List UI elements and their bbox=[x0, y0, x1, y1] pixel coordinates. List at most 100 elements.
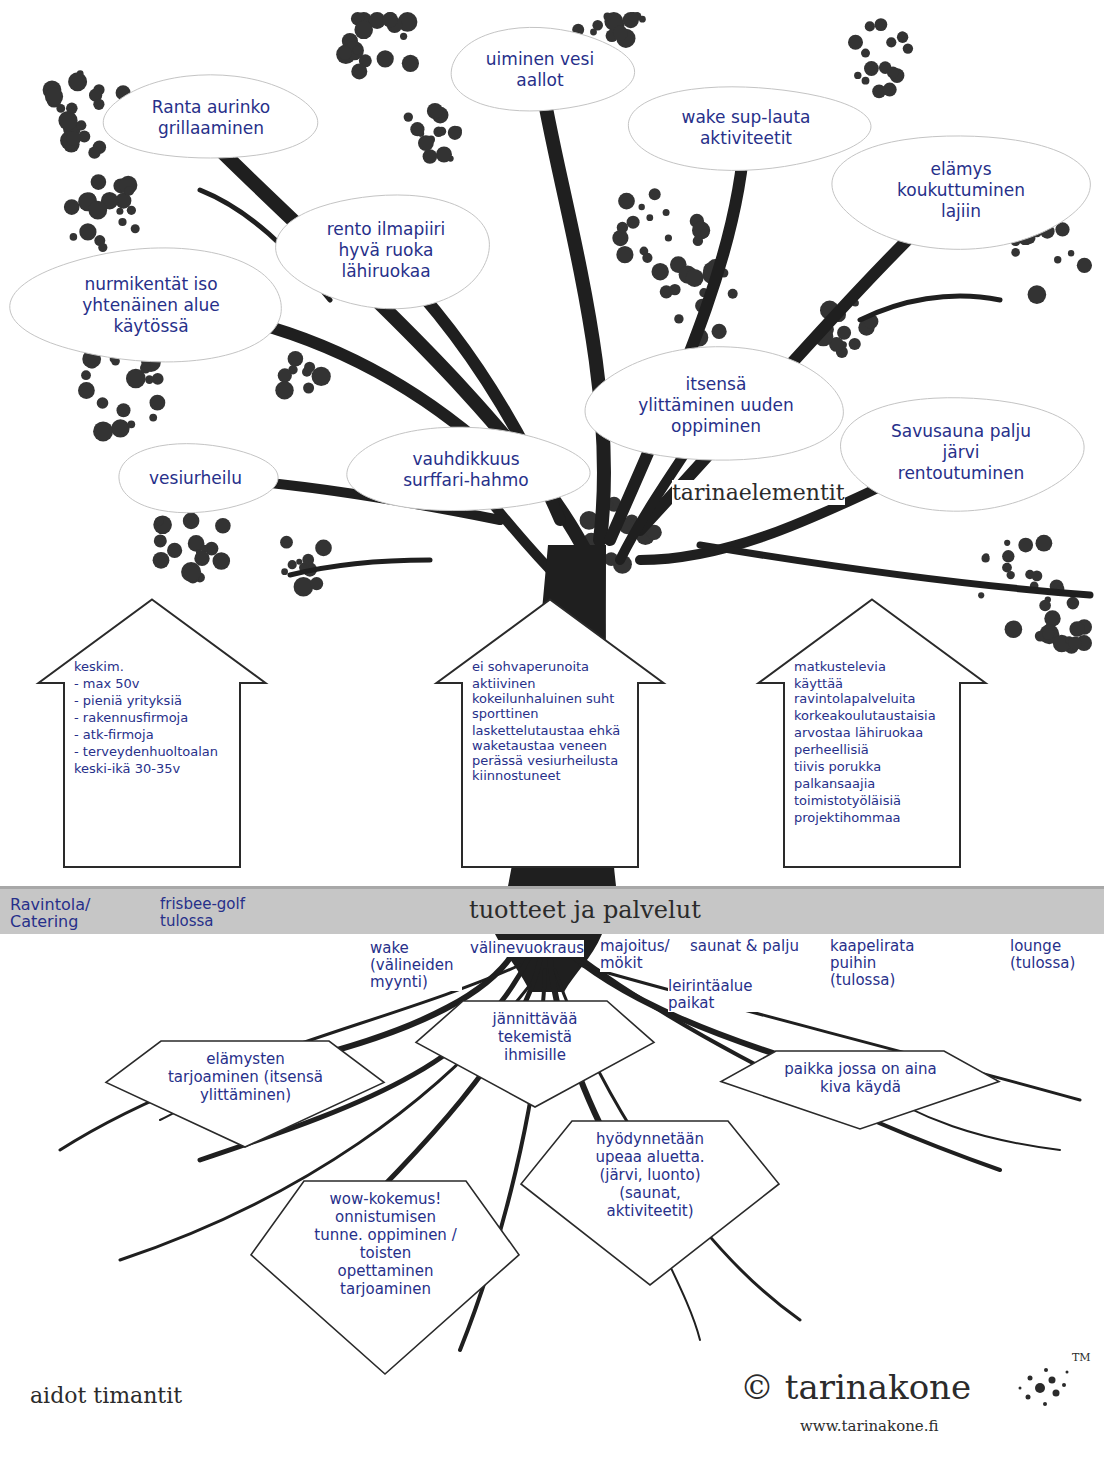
leaf-dot bbox=[66, 103, 78, 115]
leaf-dot bbox=[315, 540, 332, 557]
leaf-dot bbox=[848, 35, 863, 50]
leaf-dot bbox=[854, 72, 861, 79]
leaf-dot bbox=[1069, 621, 1084, 636]
leaf-dot bbox=[692, 221, 710, 239]
story-leaf: Savusauna palju järvirentoutuminen bbox=[841, 395, 1080, 510]
story-element: Savusauna palju järvi bbox=[886, 421, 1036, 463]
leaf-dot bbox=[865, 21, 875, 31]
story-element: itsensä ylittäminen uuden oppiminen bbox=[636, 374, 796, 437]
target-group-note: - atk-firmoja bbox=[74, 727, 230, 742]
value-diamond: elämysten tarjoaminen (itsensä ylittämin… bbox=[105, 1040, 385, 1148]
product-note: Ravintola/ Catering bbox=[10, 896, 138, 930]
leaf-dot bbox=[1011, 248, 1020, 257]
leaf-blob bbox=[841, 398, 1085, 511]
product-note: wake (välineiden myynti) bbox=[370, 940, 462, 991]
leaf-dot bbox=[1005, 620, 1023, 638]
twig bbox=[290, 560, 430, 575]
leaf-dot bbox=[140, 363, 151, 374]
branch bbox=[700, 545, 1090, 595]
leaf-dot bbox=[646, 214, 653, 221]
leaf-dot bbox=[887, 66, 899, 78]
leaf-dot bbox=[627, 216, 640, 229]
band-heading: tuotteet ja palvelut bbox=[469, 896, 701, 924]
product-note: saunat & palju bbox=[690, 938, 816, 955]
brand-logo: © tarinakone bbox=[740, 1368, 971, 1407]
story-leaf: Ranta aurinko grillaaminen bbox=[105, 75, 316, 161]
sparkle-dot bbox=[1028, 1376, 1033, 1381]
leaf-dot bbox=[978, 592, 984, 598]
leaf-dot bbox=[418, 135, 434, 151]
leaf-dot bbox=[288, 351, 304, 367]
branch bbox=[610, 130, 745, 540]
sparkle-dot bbox=[1026, 1395, 1031, 1400]
leaf-dot bbox=[652, 263, 669, 280]
product-note: frisbee-golf tulossa bbox=[160, 896, 272, 930]
leaf-dot bbox=[154, 534, 167, 547]
target-group-note: projektihommaa bbox=[794, 810, 950, 825]
leaf-dot bbox=[116, 208, 123, 215]
sparkle-dot bbox=[1044, 1368, 1048, 1372]
leaf-dot bbox=[153, 516, 172, 535]
band-edge bbox=[0, 886, 1104, 889]
leaf-dot bbox=[886, 37, 896, 47]
leaf-dot bbox=[663, 209, 670, 216]
leaf-dot bbox=[616, 246, 633, 263]
leaf-dot bbox=[982, 554, 990, 562]
story-element: wake sup-lauta aktiviteetit bbox=[671, 107, 821, 149]
leaf-dot bbox=[617, 222, 628, 233]
leaf-dot bbox=[1039, 600, 1051, 612]
value-text: paikka jossa on aina kiva käydä bbox=[782, 1060, 939, 1096]
leaf-blob bbox=[347, 427, 590, 510]
leaf-dot bbox=[728, 289, 738, 299]
tree-branches bbox=[160, 75, 1090, 595]
leaf-dot bbox=[145, 375, 154, 384]
leaf-dot bbox=[1028, 285, 1047, 304]
leaf-dot bbox=[155, 517, 164, 526]
leaf-dot bbox=[351, 63, 367, 79]
story-element: vesiurheilu bbox=[149, 468, 242, 489]
leaf-dot bbox=[1007, 571, 1015, 579]
leaf-dot bbox=[111, 419, 129, 437]
value-text: tarjoaminen bbox=[310, 1280, 461, 1298]
target-group-note: - pieniä yrityksiä bbox=[74, 693, 230, 708]
arrow-outline-path bbox=[39, 600, 266, 868]
leaf-dot bbox=[649, 188, 661, 200]
leaf-dot bbox=[404, 112, 413, 121]
sparkle-dot bbox=[1049, 1377, 1056, 1384]
target-group-note: keski-ikä 30-35v bbox=[74, 761, 230, 776]
diamond-outline-path bbox=[521, 1121, 779, 1285]
leaf-blob bbox=[103, 75, 318, 158]
leaf-dot bbox=[427, 103, 443, 119]
leaf-dot bbox=[382, 12, 398, 28]
leaf-dot bbox=[118, 218, 126, 226]
story-leaf: uiminen vesi aallot bbox=[449, 27, 631, 113]
leaf-dot bbox=[93, 99, 104, 110]
leaf-dot bbox=[693, 236, 703, 246]
target-group-note: aktiivinen kokeilunhaluinen suht sportti… bbox=[472, 676, 628, 721]
leaf-dot bbox=[70, 233, 78, 241]
leaf-dot bbox=[91, 174, 107, 190]
target-group-note: matkustelevia bbox=[794, 659, 950, 674]
leaf-dot bbox=[629, 12, 639, 22]
leaf-dot bbox=[700, 229, 709, 238]
leaf-dot bbox=[127, 206, 136, 215]
leaf-dot bbox=[280, 536, 293, 549]
leaf-dot bbox=[1068, 250, 1074, 256]
target-group-note: tiivis porukka bbox=[794, 759, 950, 774]
leaf-dot bbox=[1018, 538, 1033, 553]
target-group-note: arvostaa lähiruokaa bbox=[794, 725, 950, 740]
brand-url: www.tarinakone.fi bbox=[800, 1418, 938, 1435]
leaf-dot bbox=[590, 29, 597, 36]
section-label: aidot timantit bbox=[30, 1383, 182, 1408]
arrow-outline-path bbox=[759, 600, 986, 868]
leaf-dot bbox=[402, 55, 419, 72]
leaf-dot bbox=[303, 383, 314, 394]
leaf-dot bbox=[437, 127, 446, 136]
target-group-note: - terveydenhuoltoalan bbox=[74, 744, 230, 759]
leaf-dot bbox=[45, 87, 63, 105]
story-leaf: wake sup-lauta aktiviteetit bbox=[626, 85, 865, 171]
leaf-dot bbox=[1036, 535, 1053, 552]
product-note: välinevuokraus bbox=[470, 940, 584, 957]
leaf-dot bbox=[1054, 256, 1061, 263]
band-fill bbox=[0, 886, 1104, 934]
